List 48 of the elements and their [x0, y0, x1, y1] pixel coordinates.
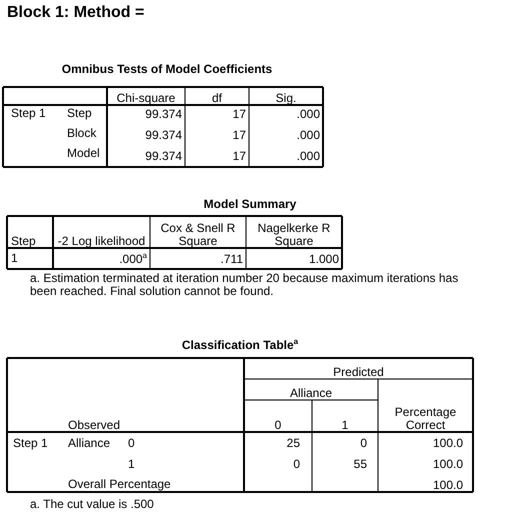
column-header: Sig. [274, 92, 298, 105]
data-value: .000 [296, 150, 320, 162]
table-title: Omnibus Tests of Model Coefficients [60, 62, 274, 76]
row-header: Overall Percentage [68, 478, 172, 490]
column-header: Observed [68, 419, 122, 432]
data-value: 99.374 [144, 150, 182, 162]
row-header: Model [67, 146, 101, 160]
data-value: 17 [232, 108, 246, 120]
column-header: Chi-square [116, 92, 176, 105]
column-header: Step [11, 235, 37, 248]
row-header: Alliance [68, 436, 112, 450]
column-header: -2 Log likelihood [56, 235, 146, 248]
row-header: Block [67, 126, 98, 140]
footnote: a. The cut value is .500 [30, 498, 155, 510]
column-header: df [210, 92, 223, 105]
data-value: .711 [220, 253, 243, 266]
data-value: 99.374 [144, 108, 182, 120]
column-header: 0 [274, 419, 282, 432]
data-value: 55 [352, 458, 367, 470]
row-header: 1 [128, 458, 136, 470]
data-value: .000$^{a}$ [118, 253, 147, 266]
column-header: Nagelkerke R Square [256, 222, 332, 248]
data-value: 100.0 [432, 458, 463, 470]
data-value: 100.0 [432, 478, 463, 492]
row-header: Step 1 [11, 106, 47, 120]
row-header: Step [67, 106, 93, 120]
data-value: 0 [359, 436, 367, 450]
page-heading: Block 1: Method = [7, 4, 144, 22]
column-header: Predicted [332, 366, 385, 379]
column-header: Alliance [288, 387, 334, 400]
footnote: a. Estimation terminated at iteration number 20 because maximum iterations has been reached. Final solution cannot be found. [30, 272, 460, 298]
data-value: 99.374 [144, 128, 182, 142]
data-value: 17 [232, 150, 246, 162]
data-value: 0 [292, 458, 300, 470]
column-header: 1 [340, 419, 350, 432]
table-title: Model Summary [202, 198, 298, 210]
data-value: .000 [296, 108, 320, 120]
column-header: Cox & Snell R Square [160, 222, 236, 248]
row-header: Step 1 [13, 436, 49, 450]
data-value: 100.0 [432, 436, 463, 450]
row-header: 1 [11, 252, 19, 265]
data-value: 17 [232, 128, 246, 142]
table-title: Classification Table$^{a}$ [180, 338, 300, 352]
column-header: Percentage Correct [394, 406, 458, 432]
data-value: .000 [296, 128, 320, 142]
row-header: 0 [128, 436, 136, 450]
data-value: 25 [286, 436, 300, 450]
data-value: 1.000 [308, 253, 339, 266]
